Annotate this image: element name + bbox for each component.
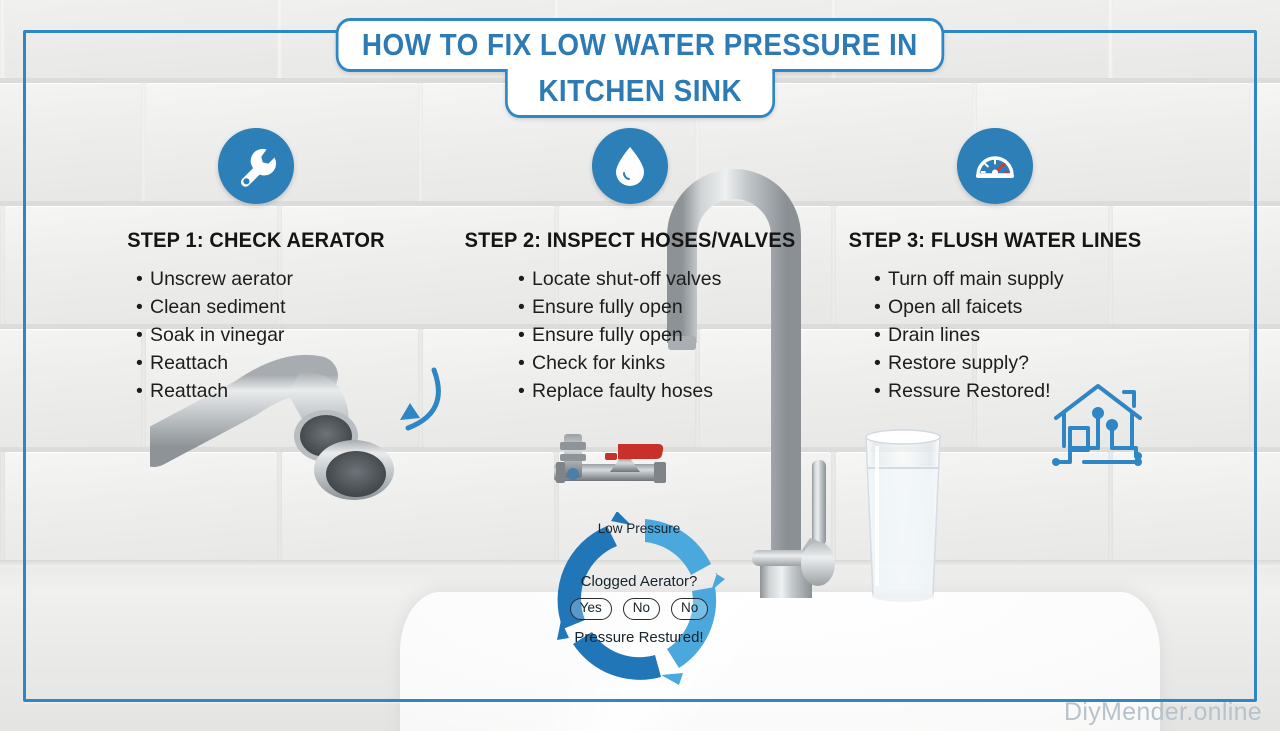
list-item: Open all faicets xyxy=(874,294,1160,322)
step-column-2: STEP 2: INSPECT HOSES/VALVES Locate shut… xyxy=(450,128,810,405)
list-item: Locate shut-off valves xyxy=(518,266,810,294)
cycle-bottom-label: Pressure Restured! xyxy=(574,629,704,646)
title-line-2: KITCHEN SINK xyxy=(504,69,776,118)
wrench-icon xyxy=(218,128,294,204)
step-column-3: STEP 3: FLUSH WATER LINES Turn off main … xyxy=(830,128,1160,405)
cycle-option-no-2[interactable]: No xyxy=(671,598,709,620)
countertop-edge xyxy=(0,560,1280,567)
list-item: Turn off main supply xyxy=(874,266,1160,294)
step-column-1: STEP 1: CHECK AERATOR Unscrew aerator Cl… xyxy=(96,128,416,405)
list-item: Clean sediment xyxy=(136,294,416,322)
step-2-bullets: Locate shut-off valves Ensure fully open… xyxy=(518,266,810,405)
list-item: Ressure Restored! xyxy=(874,378,1160,406)
cycle-top-label: Low Pressure xyxy=(597,521,681,536)
list-item: Restore supply? xyxy=(874,350,1160,378)
shutoff-valve-illustration xyxy=(548,428,670,500)
water-glass-photo xyxy=(857,426,949,606)
title-line-1-text: HOW TO FIX LOW WATER PRESSURE IN xyxy=(362,27,918,62)
cycle-options: Yes No No xyxy=(523,598,755,620)
list-item: Check for kinks xyxy=(518,350,810,378)
water-drop-icon xyxy=(592,128,668,204)
list-item: Drain lines xyxy=(874,322,1160,350)
steps-container: STEP 1: CHECK AERATOR Unscrew aerator Cl… xyxy=(0,128,1280,428)
step-1-heading: STEP 1: CHECK AERATOR xyxy=(127,228,385,252)
step-3-bullets: Turn off main supply Open all faicets Dr… xyxy=(874,266,1160,405)
list-item: Ensure fully open xyxy=(518,322,810,350)
pressure-gauge-icon xyxy=(957,128,1033,204)
list-item: Replace faulty hoses xyxy=(518,378,810,406)
troubleshooting-cycle-diagram: Low Pressure Clogged Aerator? Yes No No … xyxy=(523,512,755,687)
title-line-2-text: KITCHEN SINK xyxy=(538,73,742,108)
cycle-option-no-1[interactable]: No xyxy=(622,598,661,620)
title-line-1: HOW TO FIX LOW WATER PRESSURE IN xyxy=(335,18,945,72)
list-item: Reattach xyxy=(136,350,416,378)
cycle-labels: Low Pressure Clogged Aerator? Yes No No … xyxy=(523,512,755,687)
title-badge: HOW TO FIX LOW WATER PRESSURE IN KITCHEN… xyxy=(0,18,1280,118)
watermark: DiyMender.online xyxy=(1064,698,1262,726)
list-item: Unscrew aerator xyxy=(136,266,416,294)
step-1-bullets: Unscrew aerator Clean sediment Soak in v… xyxy=(136,266,416,405)
list-item: Reattach xyxy=(136,378,416,406)
step-3-heading: STEP 3: FLUSH WATER LINES xyxy=(848,228,1142,252)
step-2-heading: STEP 2: INSPECT HOSES/VALVES xyxy=(464,228,796,252)
cycle-option-yes[interactable]: Yes xyxy=(569,598,612,620)
cycle-question: Clogged Aerator? xyxy=(580,573,698,590)
list-item: Soak in vinegar xyxy=(136,322,416,350)
list-item: Ensure fully open xyxy=(518,294,810,322)
